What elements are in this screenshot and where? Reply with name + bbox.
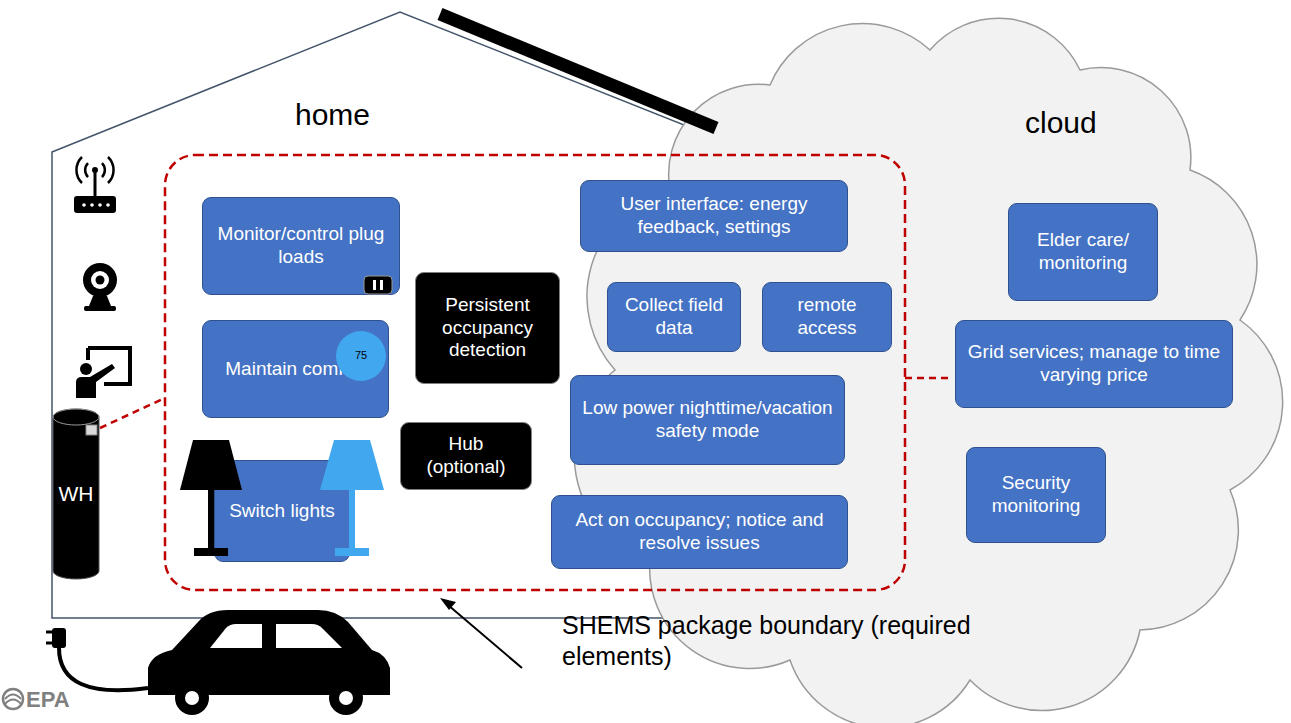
hub-box: Hub (optional) [400, 422, 532, 490]
function-box: User interface: energy feedback, setting… [580, 180, 848, 252]
thermostat-dial: 75 [336, 331, 386, 381]
node-text: Switch lights [229, 500, 335, 523]
node-text: Persistent occupancy detection [426, 294, 549, 362]
function-box: Act on occupancy; notice and resolve iss… [551, 495, 848, 569]
region-title: home [295, 98, 370, 132]
function-box: remote access [762, 282, 892, 352]
function-box: Maintain comfort75 [202, 320, 389, 418]
epa-symbol [3, 689, 23, 709]
region-title: cloud [1025, 106, 1097, 140]
node-text: Collect field data [618, 294, 730, 340]
node-text: Monitor/control plug loads [213, 223, 389, 269]
function-box: Collect field data [607, 282, 741, 352]
cloud-outline: cloudElder care/ monitoringGrid services… [600, 40, 1291, 690]
sensor-box: Persistent occupancy detection [415, 272, 560, 384]
node-text: 75 [355, 349, 367, 362]
callout-label: SHEMS package boundary (required element… [562, 610, 1062, 673]
service-box: Grid services; manage to time varying pr… [955, 320, 1233, 408]
node-text: Act on occupancy; notice and resolve iss… [562, 509, 837, 555]
service-box: Elder care/ monitoring [1008, 203, 1158, 301]
node-text: Grid services; manage to time varying pr… [966, 341, 1222, 387]
epa-logo: EPA [26, 686, 86, 714]
water-heater: WH [52, 408, 100, 580]
function-box: Monitor/control plug loads [202, 197, 400, 295]
node-text: User interface: energy feedback, setting… [591, 193, 837, 239]
node-text: remote access [773, 294, 881, 340]
function-box: Switch lights [214, 460, 350, 562]
node-text: WH [59, 482, 94, 506]
function-box: Low power nighttime/vacation safety mode [570, 375, 845, 465]
node-text: Security monitoring [977, 472, 1095, 518]
node-text: Low power nighttime/vacation safety mode [581, 397, 834, 443]
plug-cord [46, 628, 148, 690]
node-text: Elder care/ monitoring [1019, 229, 1147, 275]
service-box: Security monitoring [966, 447, 1106, 543]
node-text: Hub (optional) [411, 433, 521, 479]
electric-car [148, 610, 390, 715]
